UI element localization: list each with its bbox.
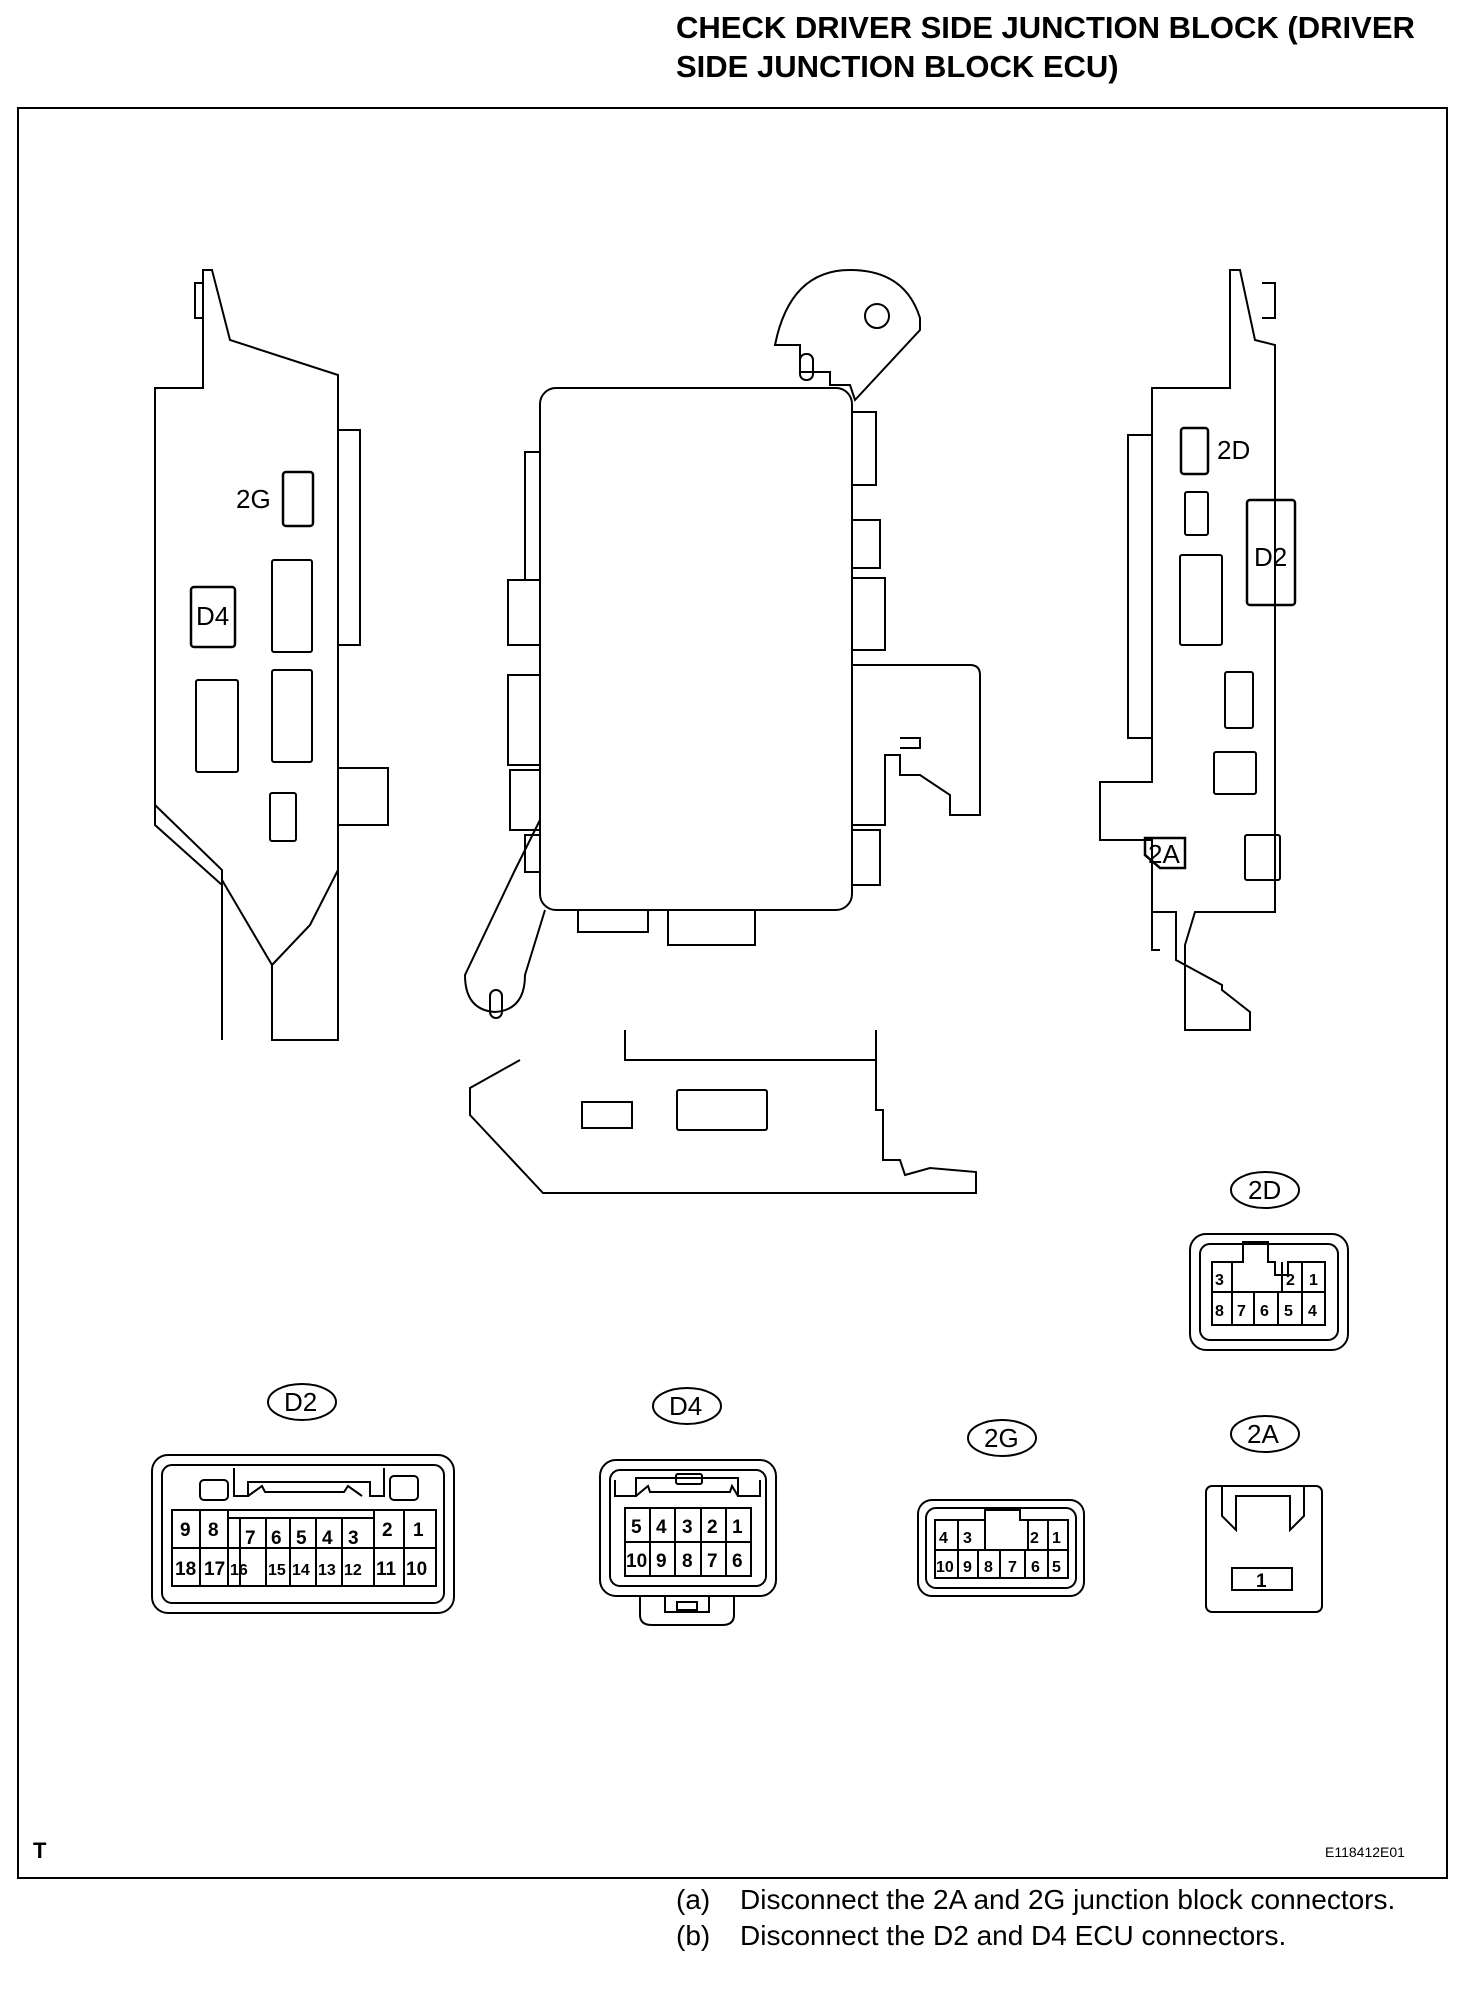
pin-label: 10	[936, 1559, 954, 1576]
pin-label: 5	[1052, 1559, 1061, 1576]
pin-label: 2	[1030, 1530, 1039, 1547]
center-ecu-view	[463, 268, 981, 1194]
pin-label: 16	[230, 1562, 248, 1579]
connector-2g	[917, 1419, 1085, 1597]
pin-label: 7	[1008, 1559, 1017, 1576]
connector-2a-pin: 1	[1256, 1571, 1267, 1592]
left-side-view	[154, 269, 389, 1041]
pin-label: 4	[939, 1530, 948, 1547]
page-title: CHECK DRIVER SIDE JUNCTION BLOCK (DRIVER…	[676, 10, 1415, 84]
pin-label: 10	[406, 1559, 427, 1580]
diagram-frame	[17, 107, 1448, 1879]
pin-label: 3	[682, 1517, 693, 1538]
pin-label: 9	[656, 1551, 667, 1572]
pin-label: 7	[1237, 1303, 1246, 1320]
pin-label: 2	[1286, 1272, 1295, 1289]
step-b: (b) Disconnect the D2 and D4 ECU connect…	[676, 1918, 1456, 1954]
pin-label: 4	[656, 1517, 667, 1538]
step-text: Disconnect the D2 and D4 ECU connectors.	[740, 1920, 1287, 1951]
corner-mark: T	[33, 1838, 47, 1863]
pin-label: 1	[1309, 1272, 1318, 1289]
connector-2a	[1205, 1415, 1323, 1613]
label-d2: D2	[1254, 542, 1287, 572]
connector-2g-pins: 4 3 2 1 10 9 8 7 6 5	[936, 1530, 1061, 1576]
pin-label: 9	[180, 1520, 191, 1541]
connector-d4	[599, 1387, 777, 1626]
pin-label: 15	[268, 1562, 286, 1579]
pin-label: 13	[318, 1562, 336, 1579]
label-d4: D4	[196, 601, 229, 631]
pin-label: 18	[175, 1559, 196, 1580]
pin-label: 7	[707, 1551, 718, 1572]
pin-label: 11	[376, 1559, 397, 1580]
connector-d4-pins: 5 4 3 2 1 10 9 8 7 6	[626, 1517, 743, 1572]
connector-2a-tag: 2A	[1247, 1419, 1279, 1449]
connector-d4-tag: D4	[669, 1391, 702, 1421]
pin-label: 6	[1031, 1559, 1040, 1576]
pin-label: 12	[344, 1562, 362, 1579]
pin-label: 4	[322, 1528, 333, 1549]
connector-2d-tag: 2D	[1248, 1175, 1281, 1205]
pin-label: 5	[1284, 1303, 1293, 1320]
pin-label: 8	[1215, 1303, 1224, 1320]
pin-label: 17	[204, 1559, 225, 1580]
pin-label: 6	[271, 1528, 282, 1549]
pin-label: 14	[292, 1562, 310, 1579]
pin-label: 2	[707, 1517, 718, 1538]
pin-label: 1	[732, 1517, 743, 1538]
pin-label: 7	[245, 1528, 256, 1549]
pin-label: 6	[1260, 1303, 1269, 1320]
pin-label: 3	[963, 1530, 972, 1547]
step-a: (a) Disconnect the 2A and 2G junction bl…	[676, 1882, 1456, 1918]
connector-d2-tag: D2	[284, 1387, 317, 1417]
instruction-steps: (a) Disconnect the 2A and 2G junction bl…	[676, 1882, 1456, 1954]
connector-2g-tag: 2G	[984, 1423, 1019, 1453]
pin-label: 10	[626, 1551, 647, 1572]
pin-label: 8	[984, 1559, 993, 1576]
pin-label: 1	[413, 1520, 424, 1541]
connector-d2-pins: 9 8 7 6 5 4 3 2 1 18 17 16 15 14 13 12 1…	[175, 1520, 427, 1580]
right-side-view	[1099, 269, 1297, 1031]
pin-label: 6	[732, 1551, 743, 1572]
connector-d2	[151, 1383, 455, 1614]
pin-label: 2	[382, 1520, 393, 1541]
pin-label: 4	[1308, 1303, 1317, 1320]
label-2d: 2D	[1217, 435, 1250, 465]
step-text: Disconnect the 2A and 2G junction block …	[740, 1884, 1396, 1915]
pin-label: 8	[682, 1551, 693, 1572]
connector-2d-pins: 3 2 1 8 7 6 5 4	[1215, 1272, 1318, 1320]
label-2a: 2A	[1148, 839, 1180, 869]
pin-label: 5	[296, 1528, 307, 1549]
step-marker: (b)	[676, 1920, 711, 1951]
pin-label: 1	[1052, 1530, 1061, 1547]
step-marker: (a)	[676, 1884, 711, 1915]
label-2g: 2G	[236, 484, 271, 514]
pin-label: 3	[1215, 1272, 1224, 1289]
pin-label: 9	[963, 1559, 972, 1576]
connector-2d	[1189, 1171, 1349, 1351]
pin-label: 3	[348, 1528, 359, 1549]
figure-code: E118412E01	[1325, 1844, 1405, 1860]
pin-label: 5	[631, 1517, 642, 1538]
pin-label: 8	[208, 1520, 219, 1541]
